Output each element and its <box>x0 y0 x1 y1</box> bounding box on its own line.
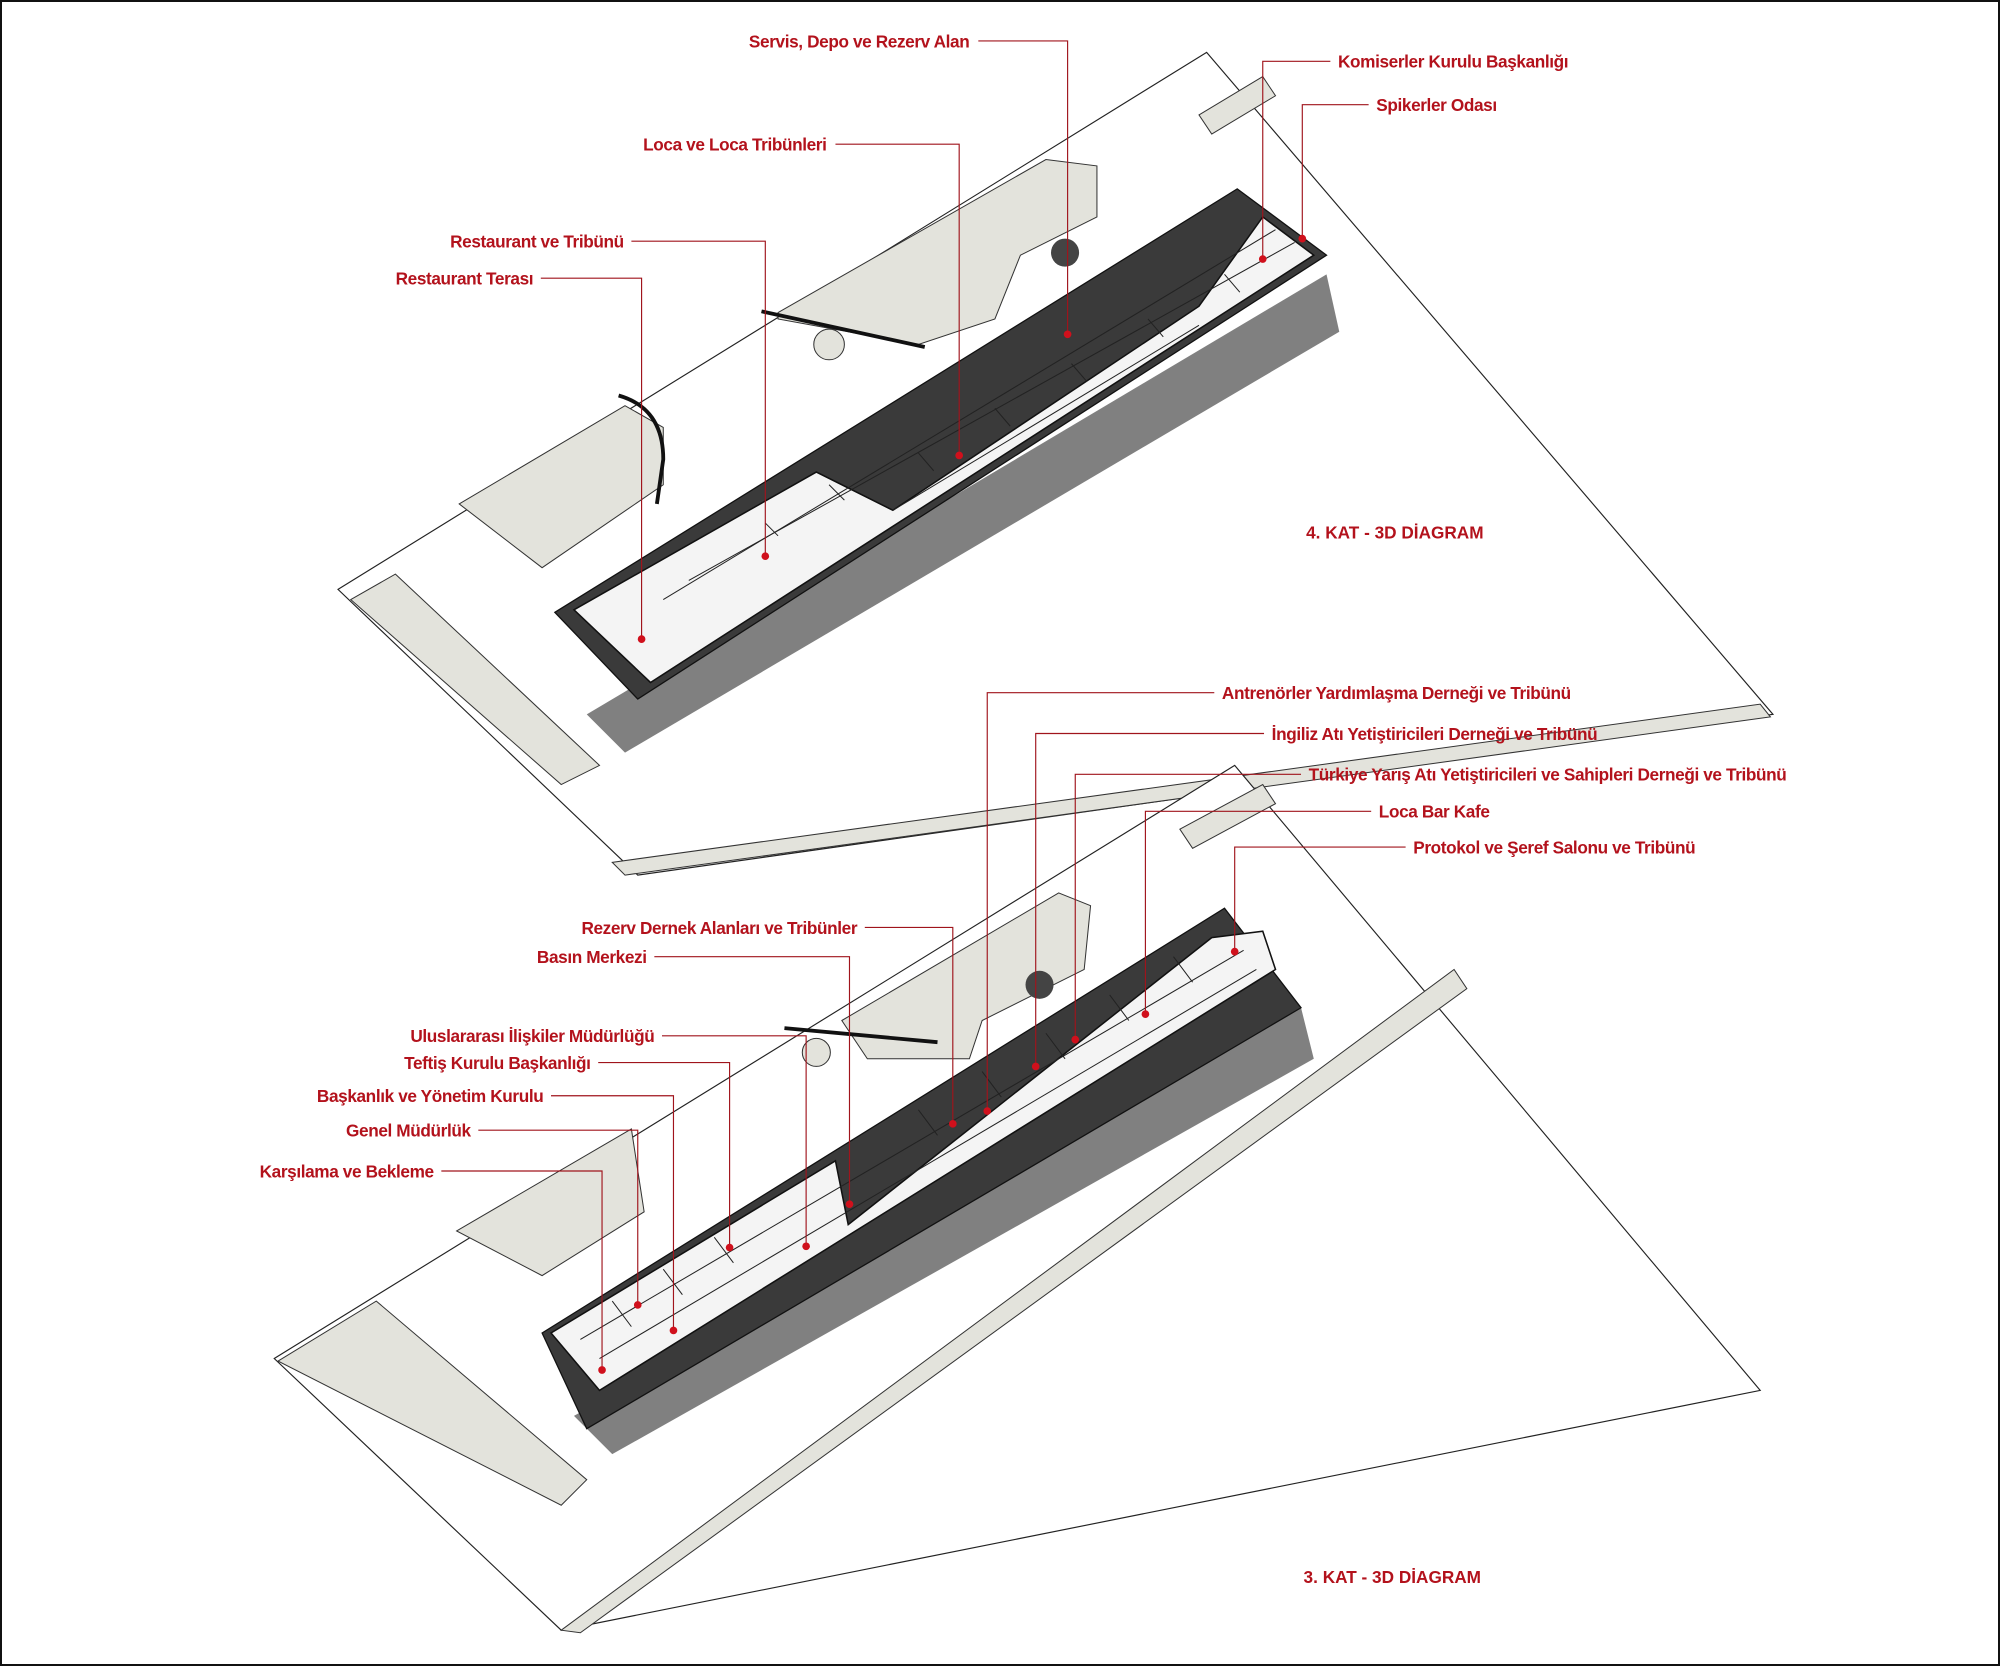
label-loca-bar-kafe: Loca Bar Kafe <box>1379 802 1490 822</box>
floor4-callouts: Servis, Depo ve Rezerv Alan Komiserler K… <box>396 31 1569 643</box>
floor3-lawn-strip <box>559 968 1468 1634</box>
label-restaurant-tribun: Restaurant ve Tribünü <box>450 232 624 252</box>
tree-icon <box>801 1037 831 1067</box>
label-servis-depo: Servis, Depo ve Rezerv Alan <box>749 31 969 51</box>
floor4-lawn-left <box>349 573 601 786</box>
floor3-lawn-left <box>277 1300 588 1506</box>
floor4-wall-curve <box>618 393 666 505</box>
label-teftis: Teftiş Kurulu Başkanlığı <box>404 1053 590 1073</box>
label-basin-merkezi: Basın Merkezi <box>537 947 647 967</box>
label-ingiliz-ati: İngiliz Atı Yetiştiricileri Derneği ve T… <box>1272 724 1598 744</box>
floor3-shadow <box>573 1007 1314 1455</box>
floor3-slab <box>549 930 1277 1392</box>
floor3-model <box>273 764 1762 1634</box>
label-restaurant-terasi: Restaurant Terası <box>396 269 534 289</box>
label-antrenorler: Antrenörler Yardımlaşma Derneği ve Tribü… <box>1222 683 1571 703</box>
label-spikerler: Spikerler Odası <box>1376 95 1496 115</box>
label-rezerv-dernek: Rezerv Dernek Alanları ve Tribünler <box>581 918 857 938</box>
floor4-rooms <box>663 229 1295 601</box>
floor3-title: 3. KAT - 3D DİAGRAM <box>1304 1567 1481 1587</box>
tree-icon <box>1051 238 1080 267</box>
floor3-lawn-corner <box>1179 783 1277 849</box>
floor3-rooms <box>580 949 1257 1359</box>
floor3-callouts: Antrenörler Yardımlaşma Derneği ve Tribü… <box>260 683 1787 1587</box>
floor4-lawn-top <box>777 159 1098 346</box>
label-karsilama: Karşılama ve Bekleme <box>260 1161 434 1181</box>
floor4-lawn-strip <box>611 703 1772 876</box>
label-loca: Loca ve Loca Tribünleri <box>643 135 826 155</box>
tree-icon <box>1025 970 1054 999</box>
label-protokol: Protokol ve Şeref Salonu ve Tribünü <box>1413 837 1695 857</box>
floor4-slab <box>572 215 1316 684</box>
label-uluslararasi: Uluslararası İlişkiler Müdürlüğü <box>410 1026 654 1046</box>
floor4-title: 4. KAT - 3D DİAGRAM <box>1306 522 1483 542</box>
label-komiserler: Komiserler Kurulu Başkanlığı <box>1338 52 1568 72</box>
floor4-shadow <box>586 274 1340 753</box>
floor3-lawn-park <box>455 1128 645 1277</box>
floor4-lawn-corner <box>1198 75 1277 135</box>
floor4-model <box>337 51 1775 876</box>
floor3-wall <box>784 1026 938 1045</box>
floor4-wall <box>761 309 926 349</box>
label-genel-mudurluk: Genel Müdürlük <box>346 1121 471 1141</box>
tree-icon <box>813 328 845 361</box>
label-turkiye-yaris-ati: Türkiye Yarış Atı Yetiştiricileri ve Sah… <box>1309 765 1787 785</box>
label-baskanlik: Başkanlık ve Yönetim Kurulu <box>317 1086 543 1106</box>
